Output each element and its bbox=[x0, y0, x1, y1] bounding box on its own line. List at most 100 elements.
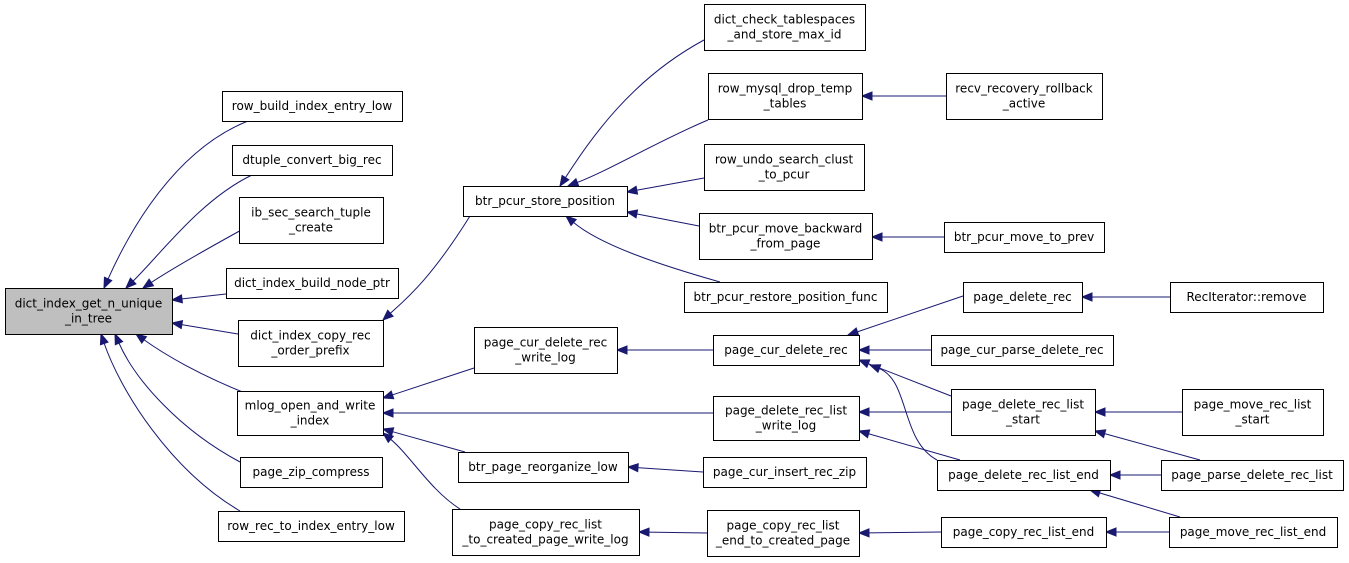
node-btr-pcur-move-to-prev[interactable]: btr_pcur_move_to_prev bbox=[944, 222, 1105, 253]
arrowhead bbox=[857, 345, 870, 355]
arrowhead bbox=[868, 364, 882, 374]
edge-n14-to-n9 bbox=[566, 119, 709, 187]
node-label: dict_index_copy_rec bbox=[250, 329, 370, 343]
node-row-rec-to-index-entry-low[interactable]: row_rec_to_index_entry_low bbox=[218, 511, 405, 542]
node-btr-pcur-restore-position-func[interactable]: btr_pcur_restore_position_func bbox=[684, 282, 888, 313]
node-row-build-index-entry-low[interactable]: row_build_index_entry_low bbox=[222, 91, 403, 122]
edge-path bbox=[132, 174, 253, 283]
node-page-copy-rec-list-end-to-created-page[interactable]: page_copy_rec_list_end_to_created_page bbox=[707, 510, 860, 557]
edge-path bbox=[878, 367, 938, 461]
node-box bbox=[946, 73, 1103, 120]
edge-n26-to-n19 bbox=[857, 407, 951, 417]
node-box bbox=[963, 282, 1083, 313]
node-label: page_move_rec_list bbox=[1194, 398, 1312, 412]
edge-n29-to-n24 bbox=[1080, 292, 1170, 302]
node-page-zip-compress[interactable]: page_zip_compress bbox=[240, 457, 383, 488]
node-btr-page-reorganize-low[interactable]: btr_page_reorganize_low bbox=[458, 452, 629, 483]
node-label: page_copy_rec_list bbox=[489, 518, 602, 532]
edge-line bbox=[180, 293, 227, 300]
node-page-copy-rec-list-to-created-page-write-log[interactable]: page_copy_rec_list_to_created_page_write… bbox=[452, 509, 640, 556]
edge-n5-to-root bbox=[170, 320, 239, 335]
node-box bbox=[232, 145, 393, 176]
node-page-delete-rec[interactable]: page_delete_rec bbox=[963, 282, 1083, 313]
node-label: page_move_rec_list_end bbox=[1180, 525, 1326, 539]
edge-n1-to-root bbox=[103, 120, 249, 290]
node-label: row_mysql_drop_temp bbox=[718, 82, 852, 96]
edge-line bbox=[1103, 432, 1201, 461]
node-page-cur-insert-rec-zip[interactable]: page_cur_insert_rec_zip bbox=[703, 457, 867, 488]
node-page-move-rec-list-end[interactable]: page_move_rec_list_end bbox=[1169, 517, 1338, 548]
node-box bbox=[951, 389, 1096, 436]
node-label: btr_pcur_move_to_prev bbox=[954, 230, 1094, 244]
node-dict-index-get-n-unique-in-tree[interactable]: dict_index_get_n_unique_in_tree bbox=[5, 288, 173, 335]
node-row-mysql-drop-temp-tables[interactable]: row_mysql_drop_temp_tables bbox=[708, 73, 863, 120]
node-page-cur-delete-rec-write-log[interactable]: page_cur_delete_rec_write_log bbox=[474, 327, 618, 374]
node-box bbox=[1170, 282, 1324, 313]
node-reciterator-remove[interactable]: RecIterator::remove bbox=[1170, 282, 1324, 313]
node-box bbox=[458, 452, 629, 483]
node-btr-pcur-store-position[interactable]: btr_pcur_store_position bbox=[463, 186, 628, 217]
node-row-undo-search-clust-to-pcur[interactable]: row_undo_search_clust_to_pcur bbox=[704, 144, 865, 191]
edge-n12-to-n6 bbox=[381, 432, 461, 510]
edge-n25-to-n18 bbox=[857, 345, 931, 355]
node-label: page_cur_insert_rec_zip bbox=[713, 465, 856, 479]
node-dict-index-copy-rec-order-prefix[interactable]: dict_index_copy_rec_order_prefix bbox=[238, 320, 384, 367]
edge-n8-to-root bbox=[99, 332, 241, 512]
arrowhead bbox=[637, 527, 650, 537]
edge-n21-to-n12 bbox=[637, 527, 708, 537]
node-recv-recovery-rollback-active[interactable]: recv_recovery_rollback_active bbox=[946, 73, 1103, 120]
edge-n10-to-n6 bbox=[381, 367, 475, 400]
node-ib-sec-search-tuple-create[interactable]: ib_sec_search_tuple_create bbox=[239, 197, 384, 244]
node-label: dict_index_get_n_unique bbox=[15, 297, 163, 311]
node-page-delete-rec-list-start[interactable]: page_delete_rec_list_start bbox=[951, 389, 1096, 436]
node-page-delete-rec-list-end[interactable]: page_delete_rec_list_end bbox=[937, 460, 1111, 491]
node-label: _tables bbox=[763, 97, 807, 111]
node-label: _to_created_page_write_log bbox=[461, 533, 628, 547]
edge-n20-to-n11 bbox=[626, 462, 704, 473]
node-dict-check-tablespaces-and-store-max-id[interactable]: dict_check_tablespaces_and_store_max_id bbox=[704, 4, 866, 51]
node-dict-index-build-node-ptr[interactable]: dict_index_build_node_ptr bbox=[226, 268, 399, 299]
node-label: page_copy_rec_list bbox=[727, 519, 840, 533]
edge-path bbox=[576, 119, 709, 184]
node-page-parse-delete-rec-list[interactable]: page_parse_delete_rec_list bbox=[1161, 460, 1344, 491]
node-mlog-open-and-write-index[interactable]: mlog_open_and_write_index bbox=[237, 391, 384, 436]
node-btr-pcur-move-backward-from-page[interactable]: btr_pcur_move_backward_from_page bbox=[699, 213, 873, 260]
arrowhead bbox=[134, 333, 148, 344]
edge-n30-to-n26 bbox=[1093, 407, 1182, 417]
node-page-cur-delete-rec[interactable]: page_cur_delete_rec bbox=[713, 335, 860, 366]
edge-line bbox=[391, 430, 466, 453]
edge-n3-to-root bbox=[141, 227, 246, 289]
node-label: _end_to_created_page bbox=[715, 534, 850, 548]
edge-line bbox=[647, 531, 708, 534]
edge-path bbox=[572, 221, 721, 283]
node-box bbox=[704, 144, 865, 191]
node-page-cur-parse-delete-rec[interactable]: page_cur_parse_delete_rec bbox=[931, 335, 1114, 366]
node-page-move-rec-list-start[interactable]: page_move_rec_list_start bbox=[1182, 389, 1324, 436]
arrowhead bbox=[857, 528, 870, 538]
node-label: _create bbox=[288, 221, 333, 235]
edge-n22-to-n14 bbox=[860, 91, 946, 101]
node-box bbox=[937, 460, 1111, 491]
node-box bbox=[218, 511, 405, 542]
node-page-copy-rec-list-end[interactable]: page_copy_rec_list_end bbox=[941, 517, 1107, 548]
node-box bbox=[713, 335, 860, 366]
edge-line bbox=[635, 177, 705, 191]
node-label: _order_prefix bbox=[270, 344, 349, 358]
node-box bbox=[1161, 460, 1344, 491]
nodes-layer: dict_index_get_n_unique_in_tree row_build… bbox=[5, 4, 1344, 557]
edge-n32-to-n27 bbox=[1088, 488, 1181, 518]
node-dtuple-convert-big-rec[interactable]: dtuple_convert_big_rec bbox=[232, 145, 393, 176]
node-label: page_parse_delete_rec_list bbox=[1171, 468, 1333, 482]
edge-path bbox=[103, 342, 241, 512]
edge-n7-to-root bbox=[114, 332, 241, 463]
node-box bbox=[713, 396, 860, 441]
arrowhead bbox=[170, 294, 183, 304]
edge-line bbox=[867, 362, 952, 397]
edge-n2-to-root bbox=[125, 174, 253, 289]
node-box bbox=[222, 91, 403, 122]
arrowhead bbox=[1104, 527, 1117, 537]
node-label: ib_sec_search_tuple bbox=[251, 206, 371, 220]
node-page-delete-rec-list-write-log[interactable]: page_delete_rec_list_write_log bbox=[713, 396, 860, 441]
arrowhead bbox=[625, 209, 639, 219]
arrowhead bbox=[381, 427, 395, 437]
